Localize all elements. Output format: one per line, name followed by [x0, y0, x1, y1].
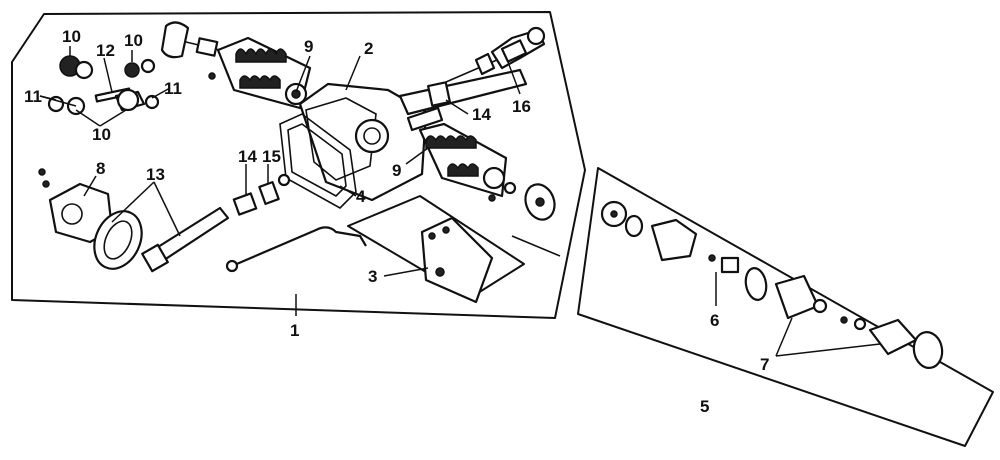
callout-11-left: 11 [24, 87, 42, 106]
callout-11-right: 11 [164, 79, 182, 98]
callout-16: 16 [512, 97, 531, 116]
callout-10-right: 10 [124, 31, 143, 50]
callout-8: 8 [96, 159, 105, 178]
differential-gear-set [47, 55, 160, 116]
callout-1: 1 [290, 321, 299, 340]
vent-tube-end [225, 259, 239, 273]
pinion-gear [141, 206, 230, 273]
callout-13: 13 [146, 165, 165, 184]
group-5-outline [577, 167, 994, 447]
pinion-bearing-set [232, 173, 291, 216]
callout-12: 12 [96, 41, 115, 60]
callout-10-left: 10 [62, 27, 81, 46]
vent-tube [231, 226, 367, 268]
callout-2: 2 [364, 39, 373, 58]
callout-labels: 1 2 3 4 5 6 7 8 9 9 10 10 10 11 11 12 13… [24, 27, 769, 416]
callout-14-left: 14 [238, 147, 257, 166]
rear-cover [347, 195, 561, 304]
callout-9-upper: 9 [304, 37, 313, 56]
callout-9-lower: 9 [392, 161, 401, 180]
right-bearing-set [418, 122, 556, 221]
callout-3: 3 [368, 267, 377, 286]
callout-7: 7 [760, 355, 769, 374]
callout-5: 5 [700, 397, 709, 416]
group-1-outline [11, 11, 586, 319]
cover-gasket-inner [287, 123, 347, 197]
callout-15: 15 [262, 147, 281, 166]
callout-10-bottom: 10 [92, 125, 111, 144]
ring-gear [93, 210, 143, 270]
callout-6: 6 [710, 311, 719, 330]
leader-lines [39, 46, 881, 357]
differential-carrier-housing [298, 68, 528, 202]
right-axle-shaft [445, 26, 546, 83]
callout-14-right: 14 [472, 105, 491, 124]
callout-4: 4 [356, 187, 366, 206]
left-axle-shaft [160, 21, 312, 110]
cv-joint-parts [600, 200, 944, 369]
